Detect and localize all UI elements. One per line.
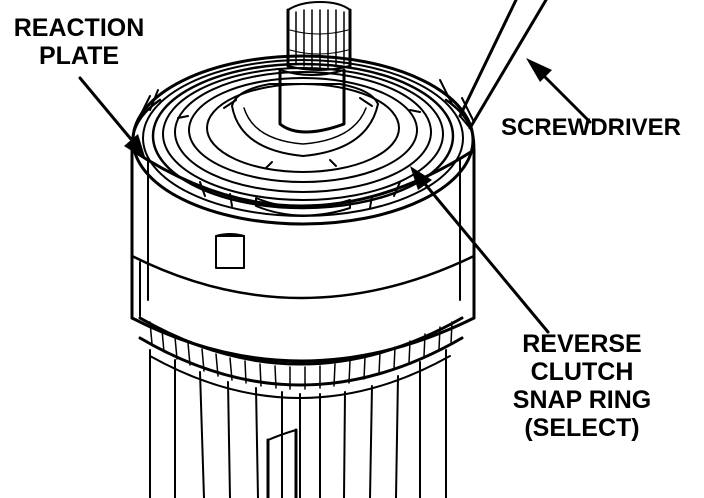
reaction-plate-arrowhead xyxy=(124,134,146,160)
screwdriver-arrowhead xyxy=(526,58,552,82)
reaction-plate-label-line-1: REACTION xyxy=(13,14,145,42)
snap-ring-label-line-2: CLUTCH xyxy=(530,358,634,386)
snap-ring-label-line-4: (SELECT) xyxy=(524,414,640,442)
reaction-plate-label: REACTION PLATE xyxy=(4,14,154,70)
snap-ring-label: REVERSE CLUTCH SNAP RING (SELECT) xyxy=(498,330,666,442)
input-shaft xyxy=(278,1,352,134)
piston-hub xyxy=(231,83,379,157)
snap-ring-label-line-3: SNAP RING xyxy=(512,386,652,414)
screwdriver xyxy=(458,0,548,130)
snap-ring-label-line-1: REVERSE xyxy=(522,330,642,358)
toothed-ring xyxy=(138,316,464,399)
reaction-plate-label-line-2: PLATE xyxy=(38,42,120,70)
clutch-drum xyxy=(130,98,476,363)
lower-hub xyxy=(149,349,447,498)
snap-ring-arrowhead xyxy=(410,166,432,190)
leader-arrows xyxy=(78,68,592,334)
screwdriver-label: SCREWDRIVER xyxy=(500,114,681,141)
ring-stack xyxy=(131,54,475,226)
